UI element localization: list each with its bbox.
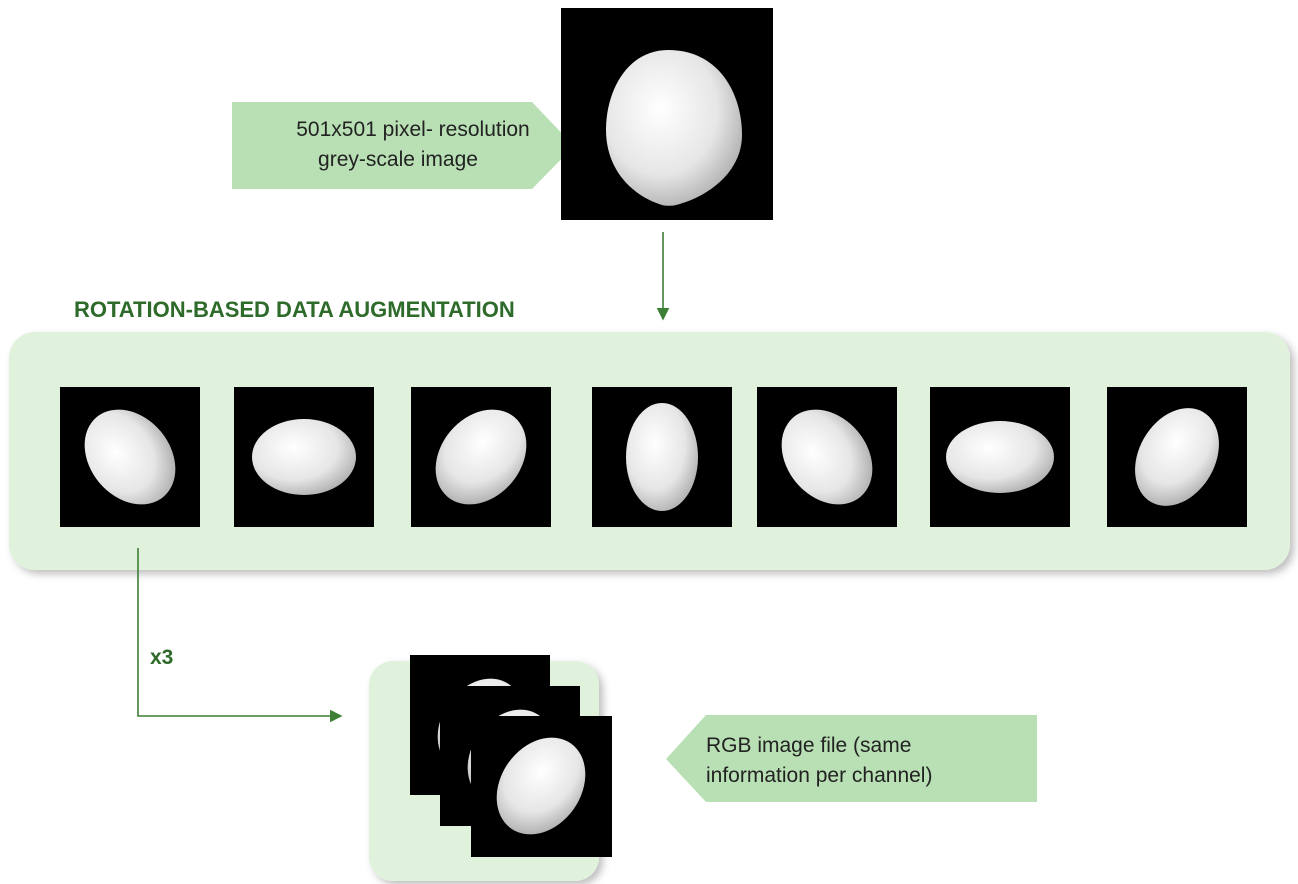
rotated-seed-shape — [252, 419, 356, 495]
rotation-tile — [592, 387, 732, 527]
original-seed-shape — [606, 50, 742, 206]
rotated-seed-shape — [781, 409, 873, 505]
rotated-seed-shape — [1135, 408, 1219, 506]
rotation-tile — [60, 387, 200, 527]
input-callout — [232, 102, 574, 189]
input-callout-line2: grey-scale image — [318, 148, 478, 171]
rgb-channel-front — [471, 716, 612, 857]
rgb-channel-stack — [410, 655, 612, 857]
rotated-seed-shape — [946, 421, 1054, 493]
multiplier-label: x3 — [150, 646, 173, 669]
rotated-seed-shape — [84, 409, 176, 505]
elbow-arrow — [137, 548, 343, 723]
augmentation-title: ROTATION-BASED DATA AUGMENTATION — [74, 297, 515, 322]
input-callout-line1: 501x501 pixel- resolution — [296, 118, 529, 141]
rotation-tile — [411, 387, 551, 527]
rotation-tile — [757, 387, 897, 527]
rotation-tile — [930, 387, 1070, 527]
output-callout-line2: information per channel) — [706, 764, 932, 787]
original-seed-image — [561, 8, 773, 220]
rotation-tile — [234, 387, 374, 527]
output-callout — [666, 715, 1037, 802]
output-callout-line1: RGB image file (same — [706, 734, 911, 757]
rotated-seed-shape — [626, 403, 698, 511]
rotation-tiles — [60, 387, 1247, 527]
rotation-tile — [1107, 387, 1247, 527]
rotated-seed-shape — [435, 409, 527, 505]
